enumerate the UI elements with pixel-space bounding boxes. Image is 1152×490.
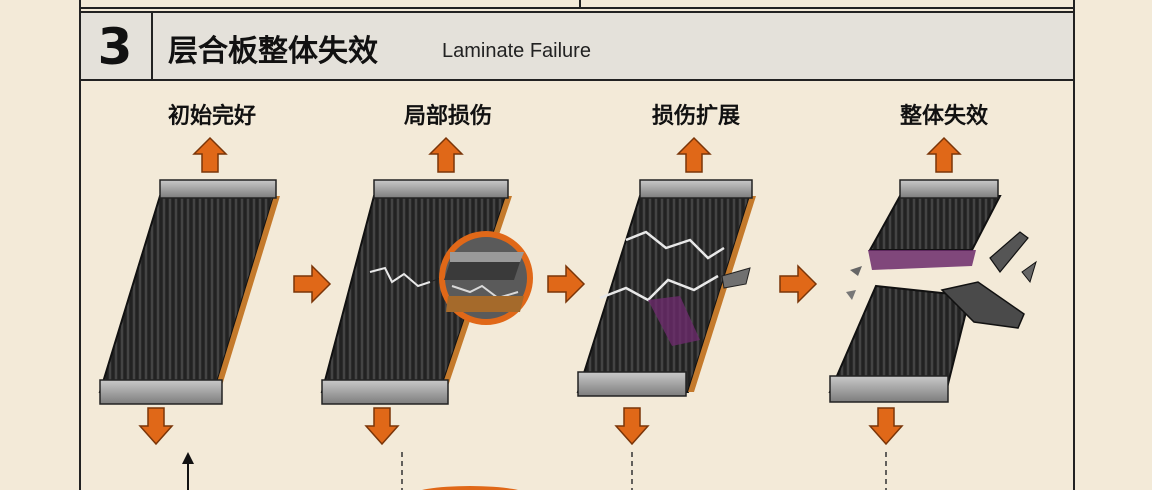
stage-label-local-damage: 局部损伤 — [403, 104, 492, 129]
arrow-up-icon — [182, 452, 194, 464]
arrow-up-icon — [676, 136, 712, 173]
arrow-up-icon — [926, 136, 962, 173]
frame — [79, 0, 1075, 490]
arrow-down-icon — [614, 407, 650, 446]
arrow-right-icon — [779, 264, 818, 304]
specimen-damage-growth — [576, 179, 756, 397]
section-title-en: Laminate Failure — [442, 40, 591, 62]
section-number: 3 — [97, 18, 133, 76]
arrow-down-icon — [138, 407, 174, 446]
section-header-band — [79, 11, 1075, 81]
stage-label-total-failure: 整体失效 — [899, 104, 988, 129]
arrow-right-icon — [547, 264, 586, 304]
stage-label-intact: 初始完好 — [167, 104, 256, 129]
bottom-connectors — [182, 452, 887, 490]
tension-arrows-top — [192, 136, 962, 173]
section-title: 层合板整体失效 — [168, 34, 378, 69]
specimen-total-failure — [828, 179, 1037, 403]
specimen-intact — [98, 179, 280, 405]
arrow-down-icon — [868, 407, 904, 446]
arrow-up-icon — [428, 136, 464, 173]
tension-arrows-bottom — [138, 407, 904, 446]
progression-arrows — [293, 264, 818, 304]
arrow-right-icon — [293, 264, 332, 304]
arrow-up-icon — [192, 136, 228, 173]
stage-label-damage-growth: 损伤扩展 — [651, 104, 740, 129]
arrow-down-icon — [364, 407, 400, 446]
specimen-local-damage — [320, 179, 533, 405]
